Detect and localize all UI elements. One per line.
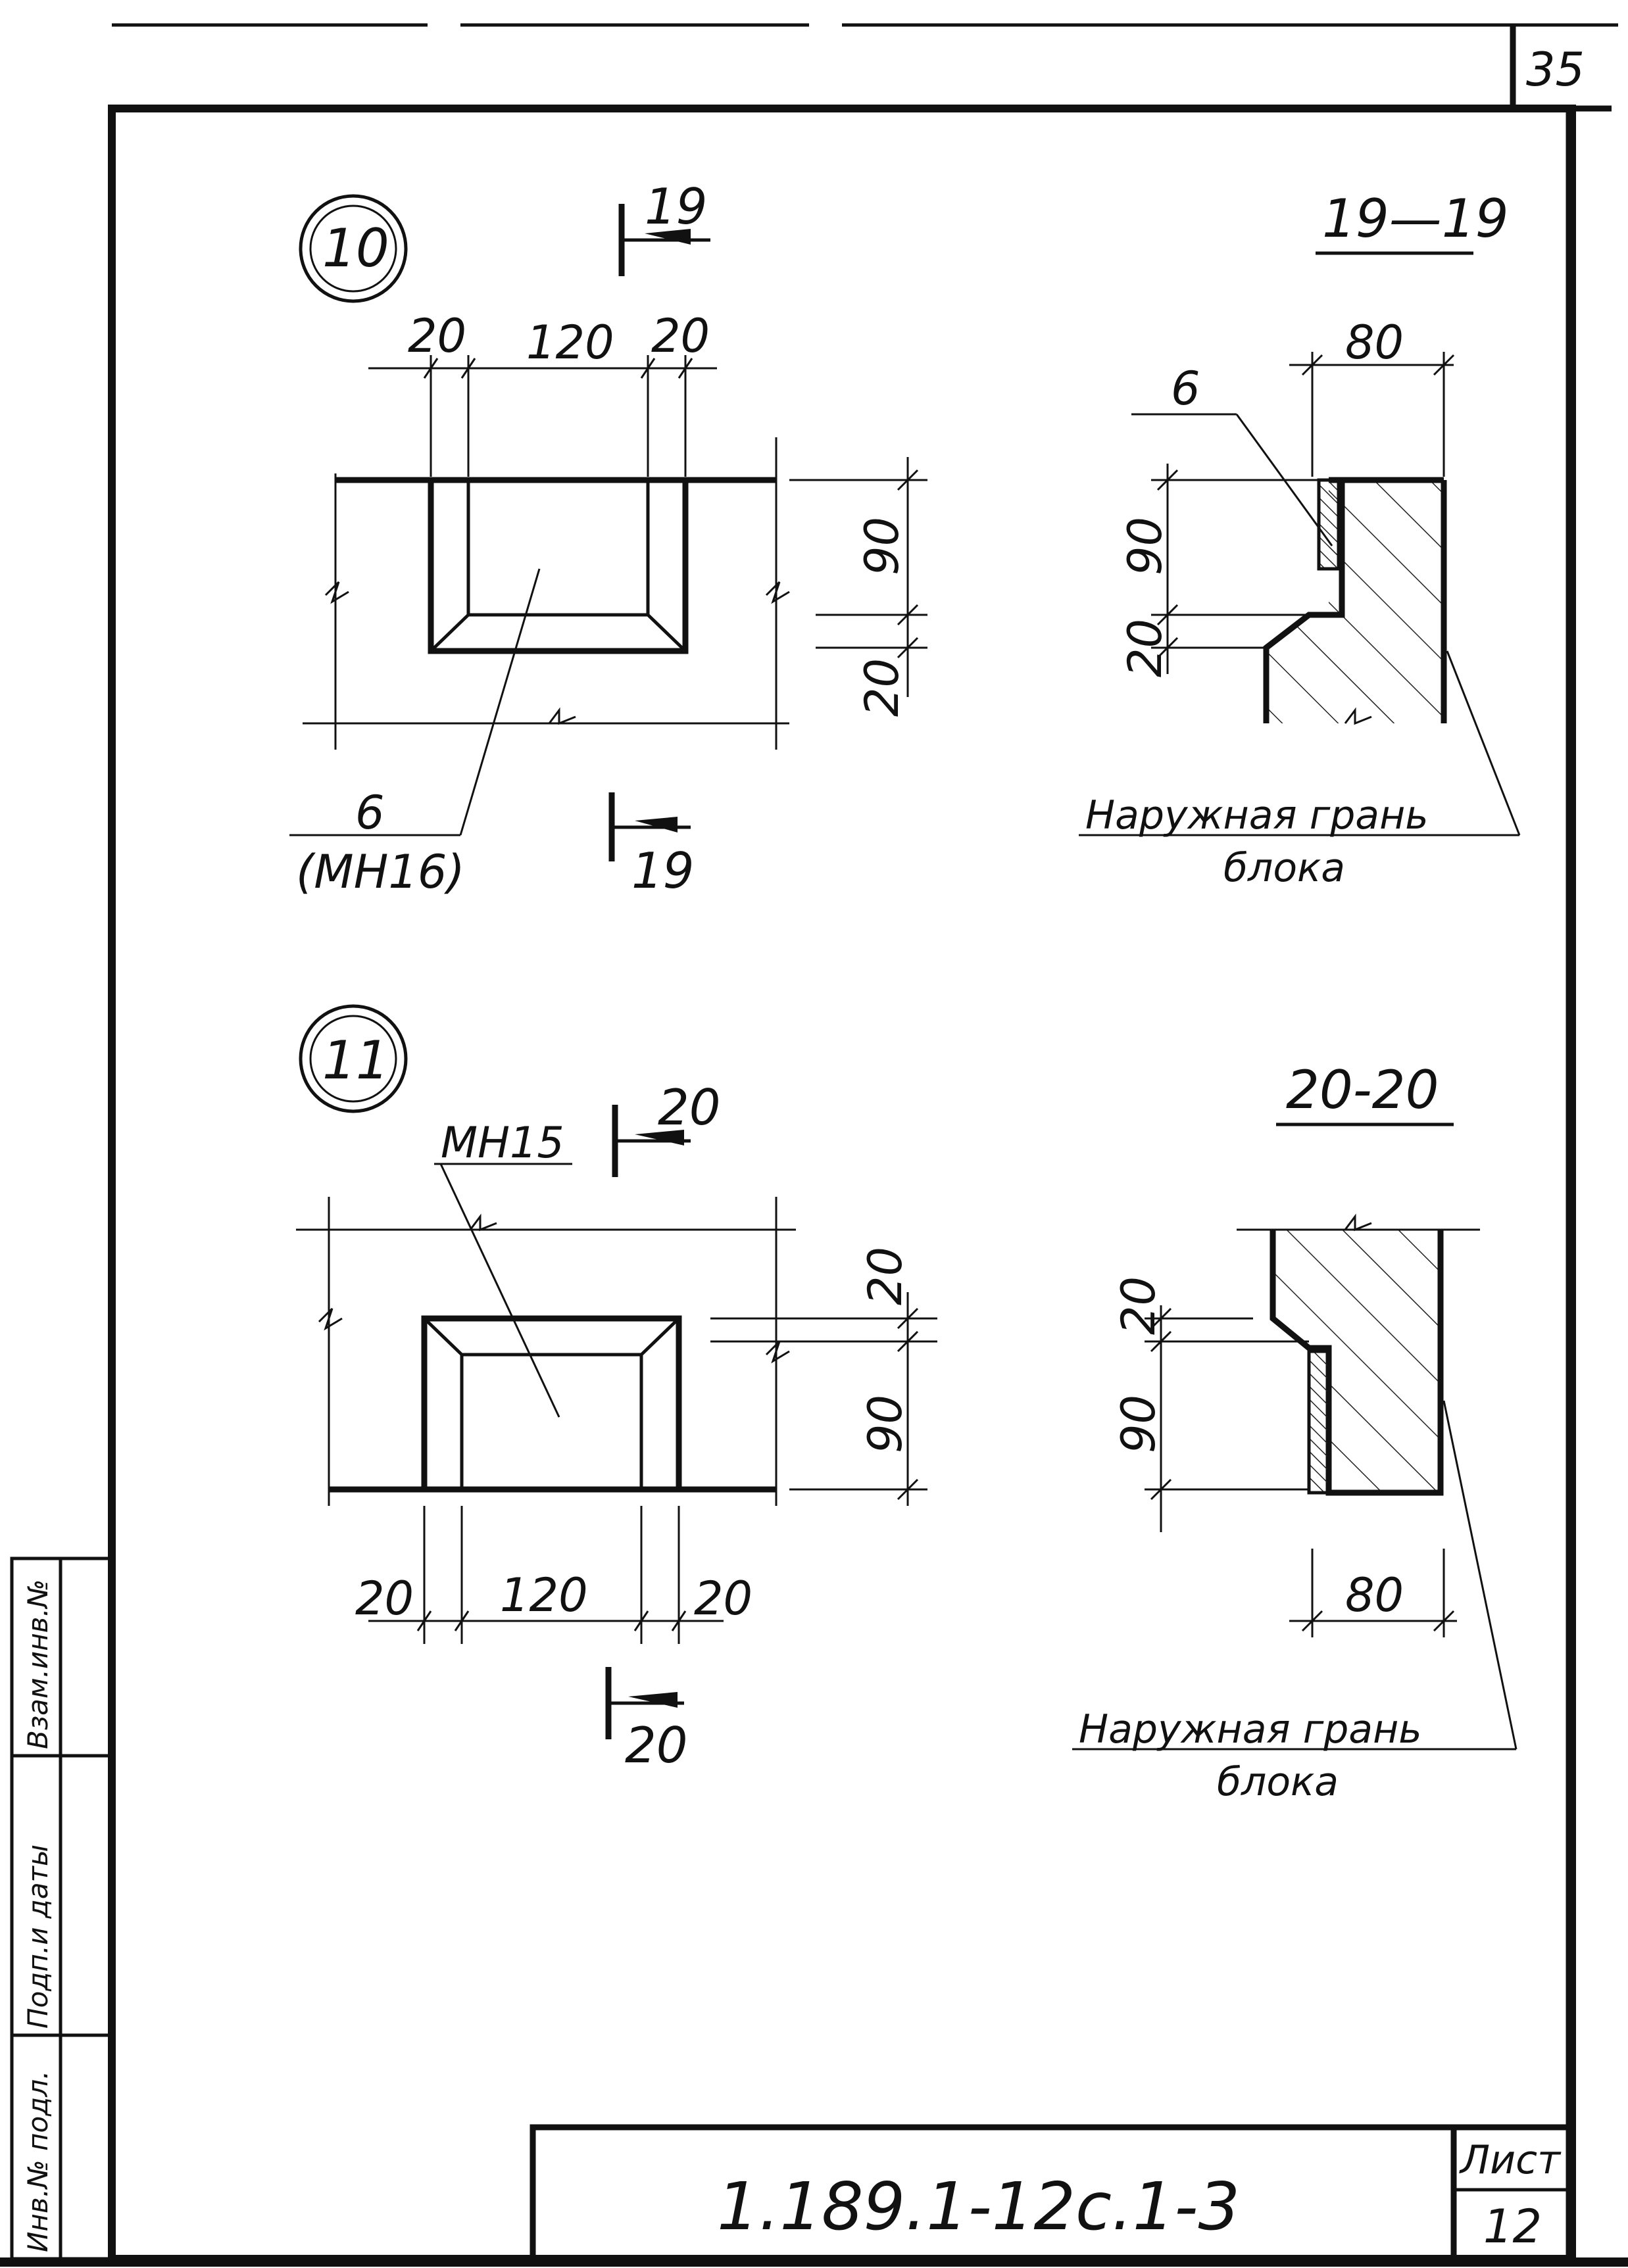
section-mark-20-bottom: 20 [605,1667,687,1774]
dimension-label: 20 [858,1247,912,1305]
dimension-label: 6 [1171,362,1200,416]
section-19-note-2: блока [1223,845,1345,891]
node-10-top-dims: 20 120 20 [368,309,717,477]
dimension-label: 20 [658,1078,720,1136]
sheet-label: Лист [1459,2137,1562,2183]
section-20-note-1: Наружная грань [1079,1706,1422,1752]
node-10-number: 10 [322,218,389,279]
section-20-side-dims: 20 90 [1112,1276,1309,1532]
sheet-number: 12 [1483,2200,1542,2254]
dimension-label: 20 [855,658,909,717]
dimension-label: 80 [1345,1568,1404,1622]
dimension-label: 120 [500,1568,588,1622]
dimension-label: 20 [355,1572,414,1626]
dimension-label: 120 [526,316,614,370]
node-10-side-dims: 90 20 [789,457,927,717]
section-mark-19-top: 19 [618,178,710,276]
section-19-title: 19—19 [1322,188,1509,249]
node-10: 10 19 19 20 120 20 [289,178,927,900]
side-stamp: Взам.инв.№ Подп.и даты Инв.№ подл. [10,1556,114,2261]
node-10-leader: 6 (МН16) [289,568,541,899]
dimension-label: 19 [631,842,694,900]
main-frame [0,105,1628,2267]
stamp-replaced-inv: Взам.инв.№ [22,1580,54,1749]
dimension-label: 90 [858,1395,912,1453]
stamp-inv-original: Инв.№ подл. [22,2071,54,2252]
section-20-width-dim: 80 [1289,1549,1457,1637]
leader-label-mn16: (МН16) [296,845,465,899]
dimension-label: 20 [408,309,466,363]
dimension-label: 20 [651,309,710,363]
title-block: 1.189.1-12c.1-3 Лист 12 [530,2124,1575,2262]
section-mark-19-bottom: 19 [608,792,694,900]
node-11: 11 20 20 МН15 [296,1004,937,1774]
page-number: 35 [1526,43,1585,97]
dimension-label: 20 [625,1716,687,1774]
section-19-side-dims: 90 20 [1118,464,1322,677]
leader-label-mn15: МН15 [441,1119,564,1168]
stamp-signature-date: Подп.и даты [22,1845,54,2029]
document-code: 1.189.1-12c.1-3 [717,2168,1240,2245]
dimension-label: 90 [855,517,909,575]
embedded-part-mn16 [428,480,689,654]
dimension-label: 20 [1112,1276,1166,1335]
dimension-label: 19 [645,178,707,235]
node-11-bottom-dims: 20 120 20 [355,1506,752,1644]
node-11-number: 11 [322,1030,389,1091]
node-11-side-dims: 20 90 [710,1247,937,1506]
dimension-label: 90 [1112,1395,1166,1453]
section-20-title: 20-20 [1286,1059,1439,1121]
section-20-20: 20-20 20 90 80 [1072,1059,1517,1805]
section-mark-20-top: 20 [612,1078,720,1177]
dimension-label: 90 [1118,517,1172,575]
section-20-note-2: блока [1217,1759,1339,1805]
section-19-19: 19—19 80 90 20 [1079,188,1521,891]
dimension-label: 80 [1345,316,1404,370]
leader-label-6: 6 [355,786,385,840]
dimension-label: 20 [1118,619,1172,677]
section-19-note-1: Наружная грань [1085,792,1429,838]
page-number-box: 35 [1510,26,1612,112]
node-11-leader: МН15 [434,1119,572,1418]
section-19-width-dim: 80 [1289,316,1455,477]
dimension-label: 20 [694,1572,752,1626]
embedded-part-mn15 [421,1315,682,1489]
